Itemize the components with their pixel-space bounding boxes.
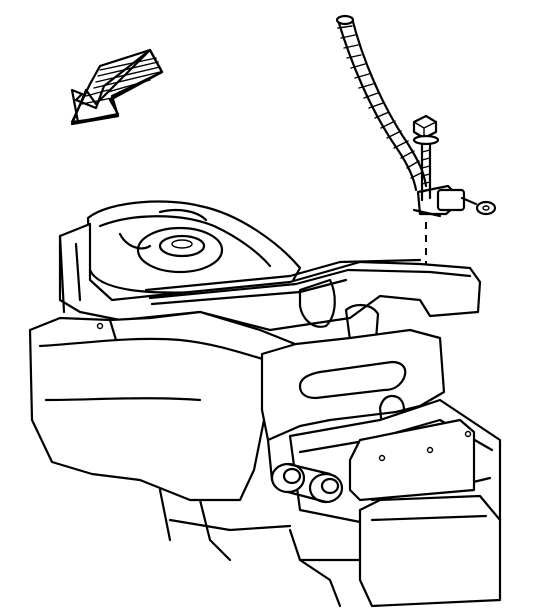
cross-member-bracket bbox=[270, 398, 502, 528]
lower-control-arm bbox=[28, 310, 302, 562]
spring-seat bbox=[86, 200, 302, 294]
lower-housing bbox=[168, 494, 502, 608]
front-arrow-icon bbox=[70, 48, 164, 126]
wire-harness-conduit bbox=[335, 14, 428, 192]
sensor-connector bbox=[412, 184, 497, 218]
